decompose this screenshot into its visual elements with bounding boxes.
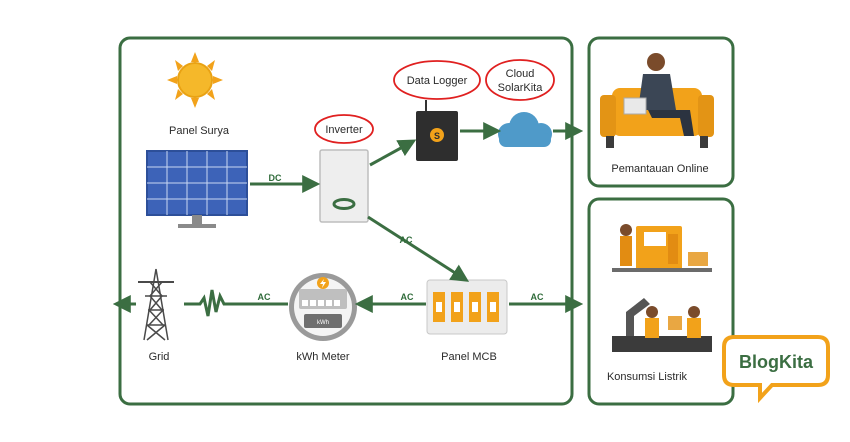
edge-label-ac-meter-grid: AC	[258, 292, 271, 302]
logo-text: BlogKita	[739, 352, 814, 372]
monitoring-frame	[587, 36, 735, 188]
blogkita-logo: BlogKita	[722, 335, 830, 404]
label-online-monitoring: Pemantauan Online	[611, 163, 708, 175]
factory-machine-icon	[612, 224, 712, 272]
label-meter-unit: kWh	[317, 320, 329, 326]
factory-robot-icon	[612, 298, 712, 352]
solar-panel-icon	[146, 150, 248, 228]
label-kwh-meter: kWh Meter	[296, 351, 350, 363]
label-solar-panel: Panel Surya	[169, 125, 230, 137]
kwh-meter-icon	[289, 273, 357, 341]
edge-label-ac-mcb-consumption: AC	[531, 292, 544, 302]
edge-inverter-logger	[369, 139, 417, 167]
edge-label-ac-inverter-mcb: AC	[400, 235, 413, 245]
label-inverter: Inverter	[325, 124, 363, 136]
label-data-logger: Data Logger	[407, 75, 468, 87]
label-mcb: Panel MCB	[441, 351, 497, 363]
edge-label-dc: DC	[269, 173, 282, 183]
cloud-highlight	[485, 59, 555, 101]
inverter-highlight	[314, 114, 374, 144]
label-consumption: Konsumsi Listrik	[607, 371, 688, 383]
inverter-icon	[319, 149, 369, 223]
mcb-panel-icon	[426, 279, 508, 335]
cloud-icon	[498, 112, 552, 147]
edge-meter-grid	[184, 289, 288, 317]
data-logger-icon: S	[416, 100, 458, 161]
consumption-frame	[587, 197, 735, 406]
label-grid: Grid	[149, 351, 170, 363]
sun-icon	[167, 52, 223, 108]
label-cloud-line1: Cloud	[506, 68, 535, 80]
svg-text:S: S	[434, 131, 440, 141]
data-logger-highlight	[393, 60, 481, 100]
person-laptop-icon	[600, 53, 714, 148]
main-frame	[118, 36, 574, 406]
label-cloud-line2: SolarKita	[498, 82, 544, 94]
transmission-tower-icon	[138, 268, 174, 341]
edge-inverter-mcb	[367, 215, 470, 282]
edge-label-ac-mcb-meter: AC	[401, 292, 414, 302]
